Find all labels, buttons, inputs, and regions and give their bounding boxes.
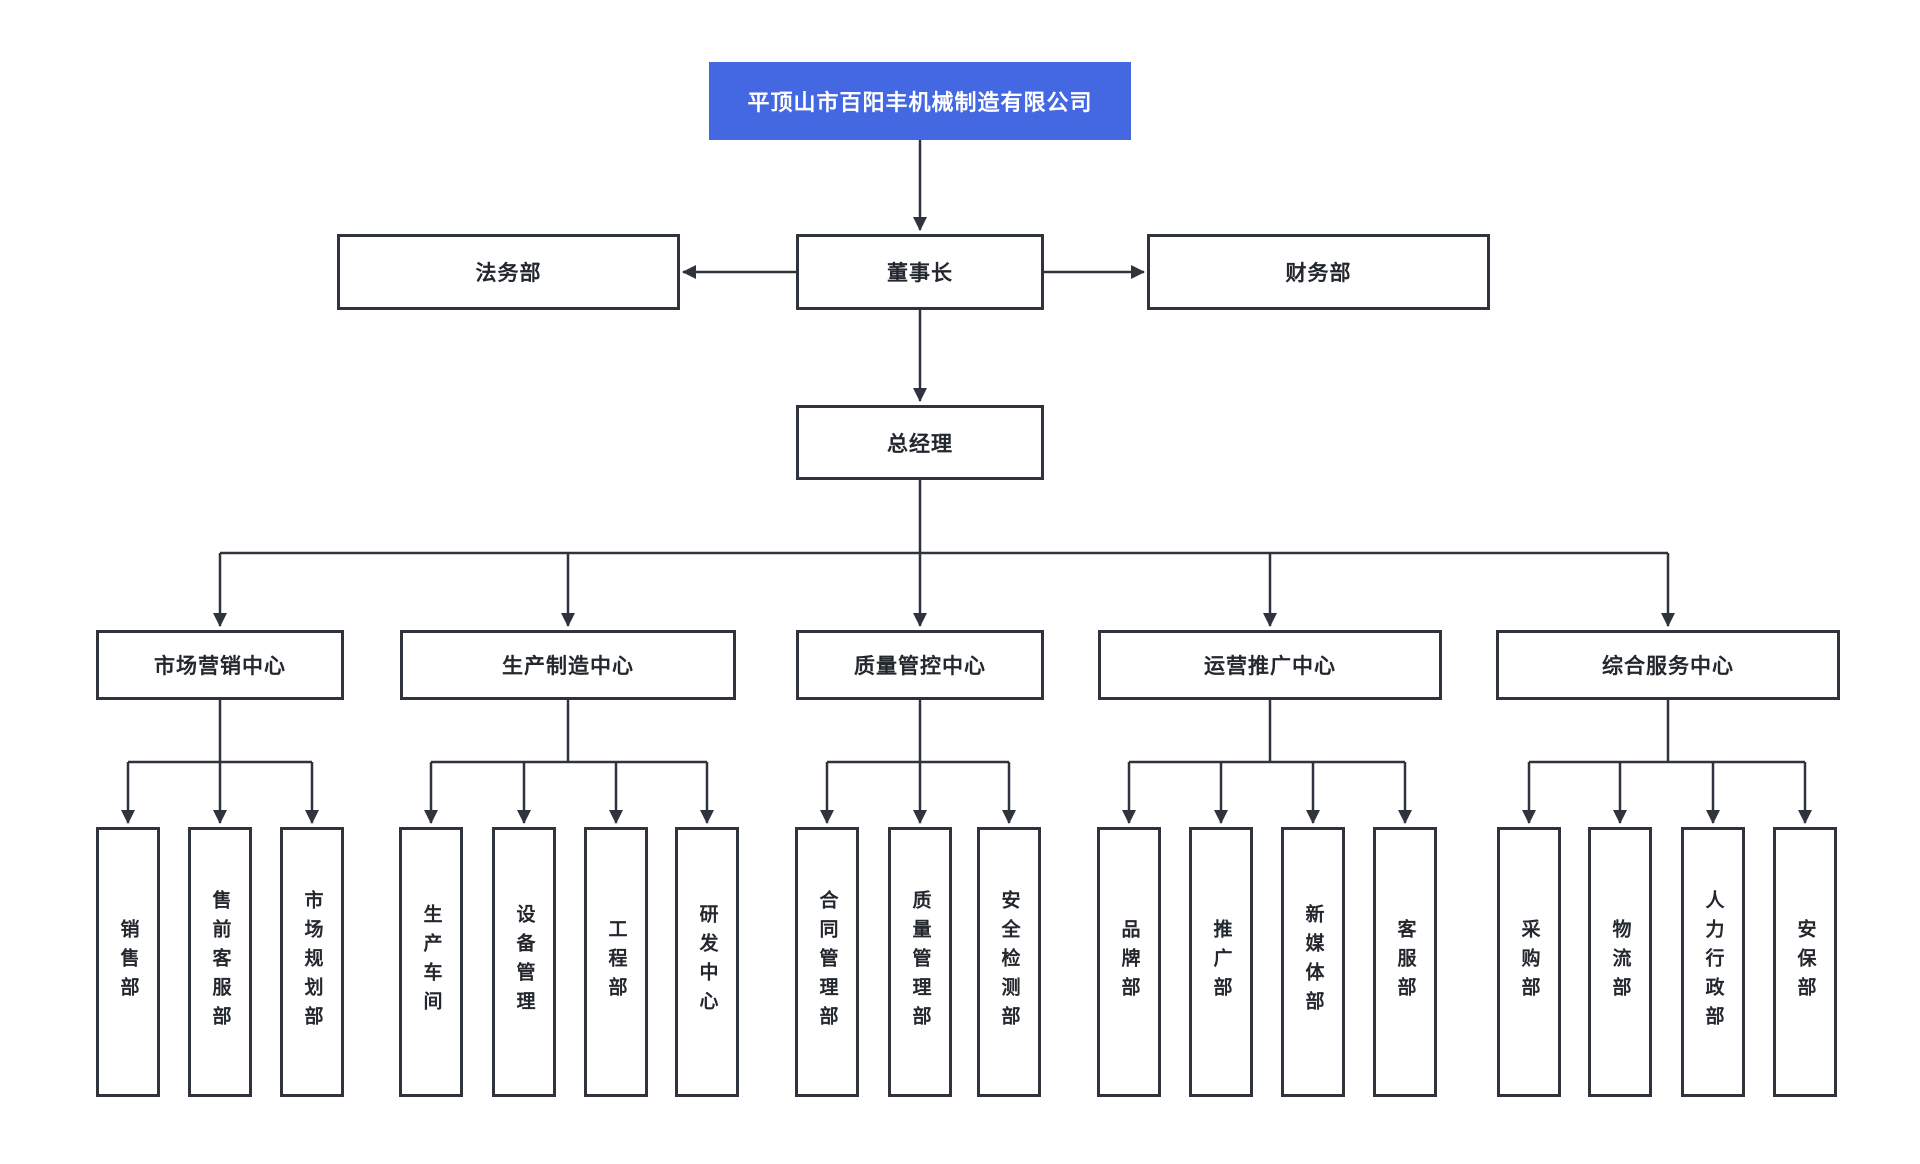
center-label: 质量管控中心 [854, 655, 986, 678]
dept-box-brand: 品牌部 [1097, 827, 1161, 1097]
dept-box-sales: 销售部 [96, 827, 160, 1097]
dept-box-logistics: 物流部 [1588, 827, 1652, 1097]
center-label: 生产制造中心 [502, 655, 634, 678]
center-label: 运营推广中心 [1204, 655, 1336, 678]
legal-dept-label: 法务部 [475, 262, 542, 285]
dept-label: 推广部 [1210, 918, 1232, 1006]
center-label: 市场营销中心 [154, 655, 286, 678]
general-manager-box: 总经理 [796, 405, 1044, 480]
center-box-marketing: 市场营销中心 [96, 630, 344, 700]
dept-box-contract-management: 合同管理部 [795, 827, 859, 1097]
chairman-label: 董事长 [887, 262, 953, 285]
center-box-production: 生产制造中心 [400, 630, 736, 700]
dept-label: 合同管理部 [816, 889, 838, 1035]
dept-label: 物流部 [1609, 918, 1631, 1006]
dept-box-equipment-management: 设备管理 [492, 827, 556, 1097]
dept-label: 生产车间 [420, 904, 442, 1020]
dept-label: 品牌部 [1118, 918, 1140, 1006]
chairman-box: 董事长 [796, 234, 1044, 310]
dept-box-hr-admin: 人力行政部 [1681, 827, 1745, 1097]
dept-box-new-media: 新媒体部 [1281, 827, 1345, 1097]
dept-box-engineering: 工程部 [584, 827, 648, 1097]
dept-box-market-planning: 市场规划部 [280, 827, 344, 1097]
finance-dept-box: 财务部 [1147, 234, 1490, 310]
dept-box-procurement: 采购部 [1497, 827, 1561, 1097]
dept-label: 设备管理 [513, 904, 535, 1020]
dept-label: 安全检测部 [998, 889, 1020, 1035]
dept-label: 工程部 [605, 918, 627, 1006]
center-box-operations: 运营推广中心 [1098, 630, 1442, 700]
dept-box-quality-management: 质量管理部 [888, 827, 952, 1097]
dept-label: 销售部 [117, 918, 139, 1006]
dept-label: 新媒体部 [1302, 904, 1324, 1020]
dept-box-safety-inspection: 安全检测部 [977, 827, 1041, 1097]
dept-label: 售前客服部 [209, 889, 231, 1035]
dept-box-presales-service: 售前客服部 [188, 827, 252, 1097]
center-label: 综合服务中心 [1602, 655, 1734, 678]
center-box-services: 综合服务中心 [1496, 630, 1840, 700]
company-name-label: 平顶山市百阳丰机械制造有限公司 [747, 90, 1093, 115]
dept-label: 采购部 [1518, 918, 1540, 1006]
dept-box-rnd-center: 研发中心 [675, 827, 739, 1097]
general-manager-label: 总经理 [887, 432, 953, 456]
root-company-box: 平顶山市百阳丰机械制造有限公司 [709, 62, 1131, 140]
legal-dept-box: 法务部 [337, 234, 680, 310]
dept-label: 市场规划部 [301, 889, 323, 1035]
dept-label: 人力行政部 [1702, 889, 1724, 1035]
dept-box-customer-service: 客服部 [1373, 827, 1437, 1097]
dept-label: 质量管理部 [909, 889, 931, 1035]
dept-box-promotion: 推广部 [1189, 827, 1253, 1097]
finance-dept-label: 财务部 [1285, 262, 1352, 285]
dept-box-security: 安保部 [1773, 827, 1837, 1097]
dept-label: 客服部 [1394, 918, 1416, 1006]
center-box-quality: 质量管控中心 [796, 630, 1044, 700]
dept-label: 安保部 [1794, 918, 1816, 1006]
dept-label: 研发中心 [696, 904, 718, 1020]
dept-box-production-workshop: 生产车间 [399, 827, 463, 1097]
